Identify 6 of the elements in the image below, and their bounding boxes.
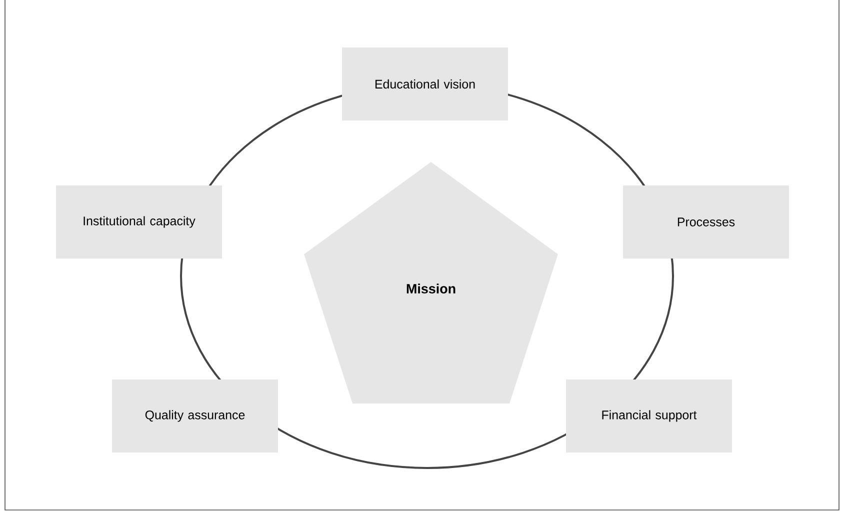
label-box: Institutional capacity [56,186,222,258]
label-box: Processes [623,186,789,258]
pentagon: Mission [304,162,558,404]
label-box: Quality assurance [112,380,278,452]
label-box: Financial support [566,380,732,452]
label-box: Educational vision [342,48,508,120]
